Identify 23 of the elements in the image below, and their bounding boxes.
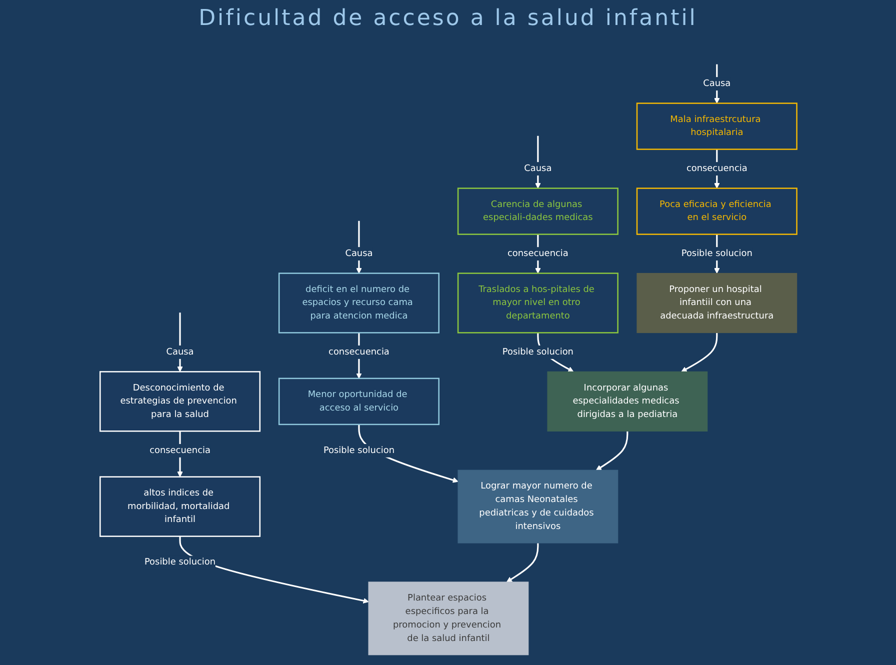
arrow — [178, 536, 368, 604]
edge-label: consecuencia — [149, 444, 210, 458]
edge-label: Causa — [166, 346, 194, 359]
diagram-title: Dificultad de acceso a la salud infantil — [198, 6, 698, 31]
edge-label: Posible solucion — [502, 346, 573, 359]
node-box: deficit en el numero de espacios y recurso cama para atencion medica — [278, 272, 440, 334]
node-box: Carencia de algunas especiali-dades medicas — [456, 188, 618, 235]
node-box: Traslados a hos-pitales de mayor nivel en otro departamento — [456, 272, 618, 334]
node-box: Lograr mayor numero de camas Neonatales pediatricas y de cuidados intensivos — [457, 470, 618, 544]
node-box: Poca eficacia y eficiencia en el servicio — [636, 188, 797, 235]
arrow — [506, 543, 538, 582]
node-box: Menor oportunidad de acceso al servicio — [278, 378, 440, 426]
arrow — [680, 332, 718, 372]
edge-label: consecuencia — [328, 346, 389, 359]
edge-label: Posible solucion — [323, 444, 394, 458]
node-box: Plantear espacios especificos para la promocion y prevencion de la salud infantil — [368, 582, 528, 656]
node-box: altos indices de morbilidad, mortalidad infantil — [99, 476, 260, 537]
node-box: Proponer un hospital infantiil con una adecuada infraestructura — [636, 272, 797, 334]
node-box: Desconocimiento de estrategias de prevencion para la salud — [99, 371, 260, 432]
arrow — [596, 431, 628, 470]
node-box: Mala infraestrcutura hospitalaria — [636, 102, 797, 150]
edge-label: Posible solucion — [144, 556, 216, 570]
node-box: Incorporar algunas especialidades medicas dirigidas a la pediatria — [546, 371, 708, 432]
